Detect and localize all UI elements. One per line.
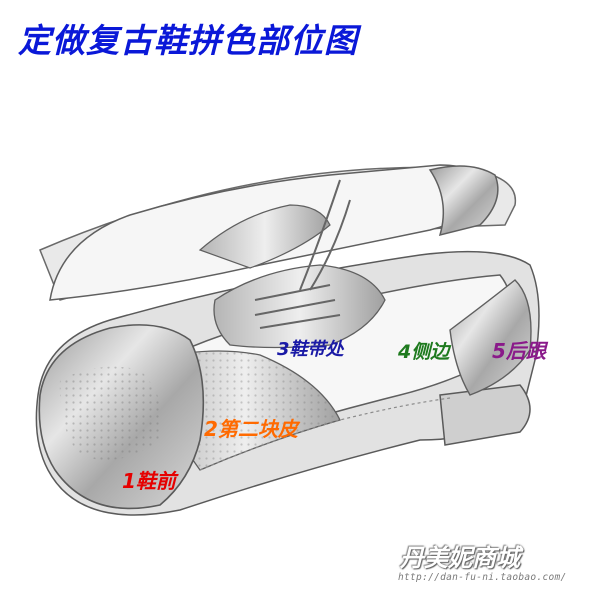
part-label-heel: 5后跟 (492, 339, 546, 363)
shop-watermark-url: http://dan-fu-ni.taobao.com/ (398, 572, 567, 583)
back-shoe (39, 164, 517, 301)
part-label-side: 4侧边 (398, 341, 450, 363)
page-title: 定做复古鞋拼色部位图 (18, 21, 358, 60)
part-label-second-piece: 2第二块皮 (204, 417, 298, 441)
part-label-toe: 1鞋前 (122, 469, 176, 493)
shop-watermark-name: 丹美妮商城 (400, 544, 520, 572)
part-label-lace-area: 3鞋带处 (277, 339, 344, 360)
front-shoe (35, 179, 540, 516)
